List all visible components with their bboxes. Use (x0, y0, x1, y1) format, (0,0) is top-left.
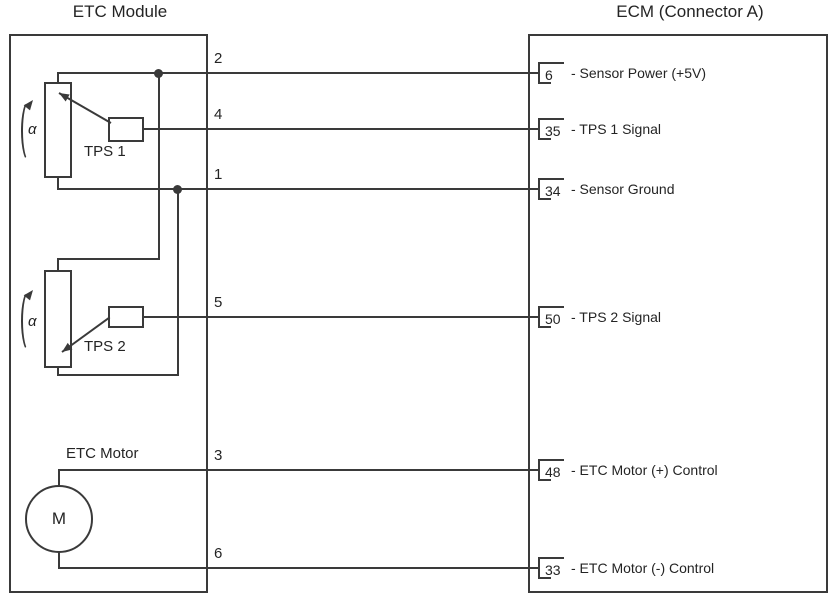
wire-number-6: 6 (214, 545, 223, 562)
junction-dot-power (154, 69, 163, 78)
wire-number-5: 5 (214, 294, 223, 311)
wire-4-tps1-signal (143, 128, 540, 130)
wire-5-tps2-signal (144, 316, 540, 318)
wire-2-sensor-power (57, 72, 540, 74)
ecm-pin-6: 6 - Sensor Power (+5V) (538, 62, 706, 84)
tps2-rotation-arc-icon (21, 290, 37, 352)
pin-number: 48 (545, 464, 561, 480)
pin-number: 34 (545, 183, 561, 199)
wire-number-1: 1 (214, 166, 223, 183)
pin-bracket-icon: 48 (538, 459, 564, 481)
motor-bottom-riser (58, 551, 60, 569)
pin-bracket-icon: 33 (538, 557, 564, 579)
ecm-box (528, 34, 828, 593)
riser-power-to-tps2 (158, 72, 160, 260)
tps2-bottom-feed (57, 374, 179, 376)
junction-dot-ground (173, 185, 182, 194)
pin-number: 35 (545, 123, 561, 139)
pin-label: - TPS 2 Signal (571, 309, 662, 325)
ecm-pin-48: 48 - ETC Motor (+) Control (538, 459, 718, 481)
pin-number: 50 (545, 311, 561, 327)
pin-bracket-icon: 35 (538, 118, 564, 140)
pin-label: - ETC Motor (+) Control (571, 462, 718, 478)
pin-number: 6 (545, 67, 553, 83)
pin-bracket-icon: 50 (538, 306, 564, 328)
wire-1-sensor-ground (57, 188, 540, 190)
wire-6-motor-minus (58, 567, 540, 569)
tps2-top-stub (57, 258, 59, 272)
ecm-pin-33: 33 - ETC Motor (-) Control (538, 557, 714, 579)
pin-number: 33 (545, 562, 561, 578)
tps1-wiper-terminal (108, 117, 144, 142)
pin-label: - TPS 1 Signal (571, 121, 662, 137)
wire-3-motor-plus (58, 469, 540, 471)
pin-label: - Sensor Ground (571, 181, 675, 197)
wire-number-2: 2 (214, 50, 223, 67)
pin-bracket-icon: 6 (538, 62, 564, 84)
wire-number-4: 4 (214, 106, 223, 123)
ecm-pin-50: 50 - TPS 2 Signal (538, 306, 661, 328)
tps1-rotation-arc-icon (21, 100, 37, 162)
etc-module-title: ETC Module (72, 2, 168, 21)
pin-bracket-icon: 34 (538, 178, 564, 200)
ecm-title: ECM (Connector A) (616, 2, 764, 21)
tps2-alpha-symbol: α (28, 313, 37, 330)
etc-module-box (9, 34, 208, 593)
tps1-alpha-symbol: α (28, 121, 37, 138)
tps2-potentiometer (44, 270, 72, 368)
motor-symbol: M (51, 509, 67, 528)
etc-motor-label: ETC Motor (66, 445, 139, 462)
tps2-label: TPS 2 (84, 338, 126, 355)
wire-number-3: 3 (214, 447, 223, 464)
ecm-pin-34: 34 - Sensor Ground (538, 178, 675, 200)
tps1-label: TPS 1 (84, 143, 126, 160)
riser-ground-to-tps2 (177, 188, 179, 376)
tps1-top-stub (57, 72, 59, 84)
etc-motor-circle: M (25, 485, 93, 553)
ecm-pin-35: 35 - TPS 1 Signal (538, 118, 661, 140)
tps2-wiper-terminal (108, 306, 144, 328)
pin-label: - ETC Motor (-) Control (571, 560, 715, 576)
tps2-top-feed (57, 258, 160, 260)
motor-top-riser (58, 469, 60, 487)
tps1-bottom-stub (57, 176, 59, 190)
pin-label: - Sensor Power (+5V) (571, 65, 706, 81)
tps2-bottom-stub (57, 366, 59, 376)
